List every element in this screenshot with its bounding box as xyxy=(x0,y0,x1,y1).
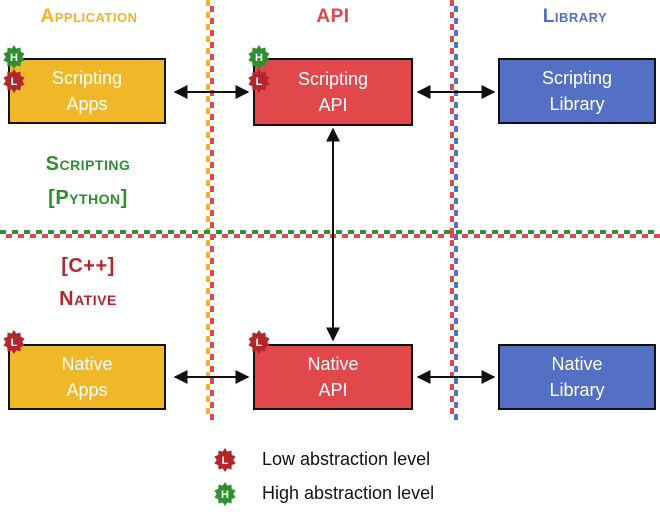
separator-app-api xyxy=(206,0,214,420)
row-label-cpp: [C++] xyxy=(61,255,115,277)
native-library-line1: Native xyxy=(551,354,603,374)
legend-low-text: Low abstraction level xyxy=(262,449,431,469)
row-label-native: Native xyxy=(59,288,117,310)
scripting-apps-box: Scripting Apps xyxy=(8,58,166,124)
legend-high-badge-icon: H xyxy=(214,482,236,506)
low-badge-letter: L xyxy=(11,337,18,349)
scripting-api-line1: Scripting xyxy=(297,69,369,89)
high-level-badge-icon: H xyxy=(248,45,270,69)
low-badge-letter: L xyxy=(256,337,263,349)
legend-high-letter: H xyxy=(221,489,229,501)
separator-api-lib xyxy=(450,0,458,420)
scripting-apps-line2: Apps xyxy=(66,94,108,114)
native-api-line1: Native xyxy=(307,354,359,374)
low-badge-letter: L xyxy=(256,76,263,88)
native-api-box: Native API xyxy=(253,344,413,410)
high-level-badge-icon: H xyxy=(3,45,25,69)
column-title-application: Application xyxy=(40,6,138,27)
high-badge-letter: H xyxy=(255,52,263,64)
row-label-scripting: Scripting xyxy=(45,153,131,175)
column-title-api: API xyxy=(316,6,350,27)
low-level-badge-icon: L xyxy=(248,69,270,93)
native-library-box: Native Library xyxy=(498,344,656,410)
native-apps-box: Native Apps xyxy=(8,344,166,410)
legend-high-text: High abstraction level xyxy=(262,483,435,503)
scripting-library-line1: Scripting xyxy=(541,68,613,88)
scripting-api-line2: API xyxy=(318,95,348,115)
scripting-apps-line1: Scripting xyxy=(51,68,123,88)
native-api-line2: API xyxy=(318,380,348,400)
low-badge-letter: L xyxy=(11,76,18,88)
scripting-api-box: Scripting API xyxy=(253,58,413,126)
high-badge-letter: H xyxy=(10,52,18,64)
low-level-badge-icon: L xyxy=(3,69,25,93)
row-label-python: [Python] xyxy=(48,187,128,209)
low-level-badge-icon: L xyxy=(248,330,270,354)
legend-low-letter: L xyxy=(222,455,229,467)
scripting-library-line2: Library xyxy=(549,94,605,114)
column-title-library: Library xyxy=(542,6,608,27)
separator-scripting-native xyxy=(0,230,660,238)
native-apps-line1: Native xyxy=(61,354,113,374)
low-level-badge-icon: L xyxy=(3,330,25,354)
scripting-library-box: Scripting Library xyxy=(498,58,656,124)
native-apps-line2: Apps xyxy=(66,380,108,400)
legend-low-badge-icon: L xyxy=(214,448,236,472)
native-library-line2: Library xyxy=(549,380,605,400)
